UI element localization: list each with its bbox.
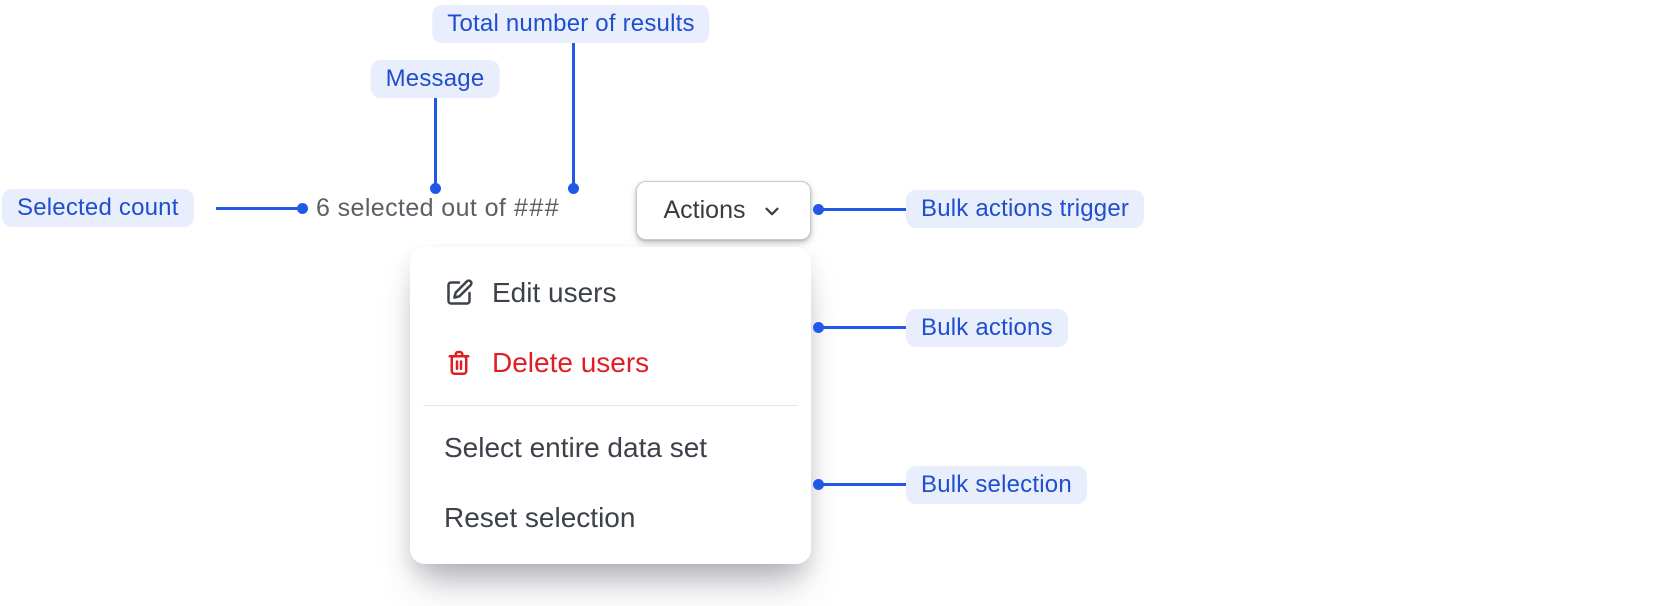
connector-dot-message — [430, 183, 441, 194]
chevron-down-icon — [761, 200, 783, 222]
menu-item-edit-users[interactable]: Edit users — [410, 258, 811, 328]
edit-icon — [444, 278, 474, 308]
connector-line-trigger — [823, 208, 906, 211]
annotation-label-message: Message — [370, 60, 500, 98]
menu-item-select-entire-data-set[interactable]: Select entire data set — [410, 413, 811, 483]
menu-item-delete-users[interactable]: Delete users — [410, 328, 811, 398]
bulk-actions-trigger-button[interactable]: Actions — [636, 181, 811, 240]
menu-item-label: Reset selection — [444, 502, 636, 533]
menu-item-label: Edit users — [492, 277, 617, 308]
annotation-label-selected-count: Selected count — [2, 189, 194, 227]
connector-line-bulk-actions — [823, 326, 906, 329]
connector-line-total-results — [572, 43, 575, 185]
connector-dot-selected-count — [297, 203, 308, 214]
total-results-placeholder: ### — [513, 194, 560, 222]
connector-dot-trigger — [813, 204, 824, 215]
annotation-label-bulk-selection: Bulk selection — [906, 466, 1087, 504]
annotation-label-bulk-actions: Bulk actions — [906, 309, 1068, 347]
connector-dot-total-results — [568, 183, 579, 194]
selection-message: 6 selected out of ### — [316, 189, 560, 227]
menu-divider — [423, 405, 798, 406]
connector-line-bulk-selection — [823, 483, 906, 486]
annotation-label-total-results: Total number of results — [432, 5, 710, 43]
menu-item-label: Select entire data set — [444, 432, 708, 463]
connector-dot-bulk-actions — [813, 322, 824, 333]
connector-line-message — [434, 98, 437, 185]
connector-dot-bulk-selection — [813, 479, 824, 490]
bulk-actions-menu: Edit users Delete users Select entire da… — [410, 247, 811, 564]
annotation-label-bulk-actions-trigger: Bulk actions trigger — [906, 190, 1145, 228]
menu-item-label: Delete users — [492, 347, 650, 378]
trash-icon — [444, 348, 474, 378]
connector-line-selected-count — [216, 207, 298, 210]
menu-item-reset-selection[interactable]: Reset selection — [410, 483, 811, 553]
actions-button-label: Actions — [663, 196, 746, 224]
selected-count-text: 6 selected out of — [316, 194, 514, 222]
